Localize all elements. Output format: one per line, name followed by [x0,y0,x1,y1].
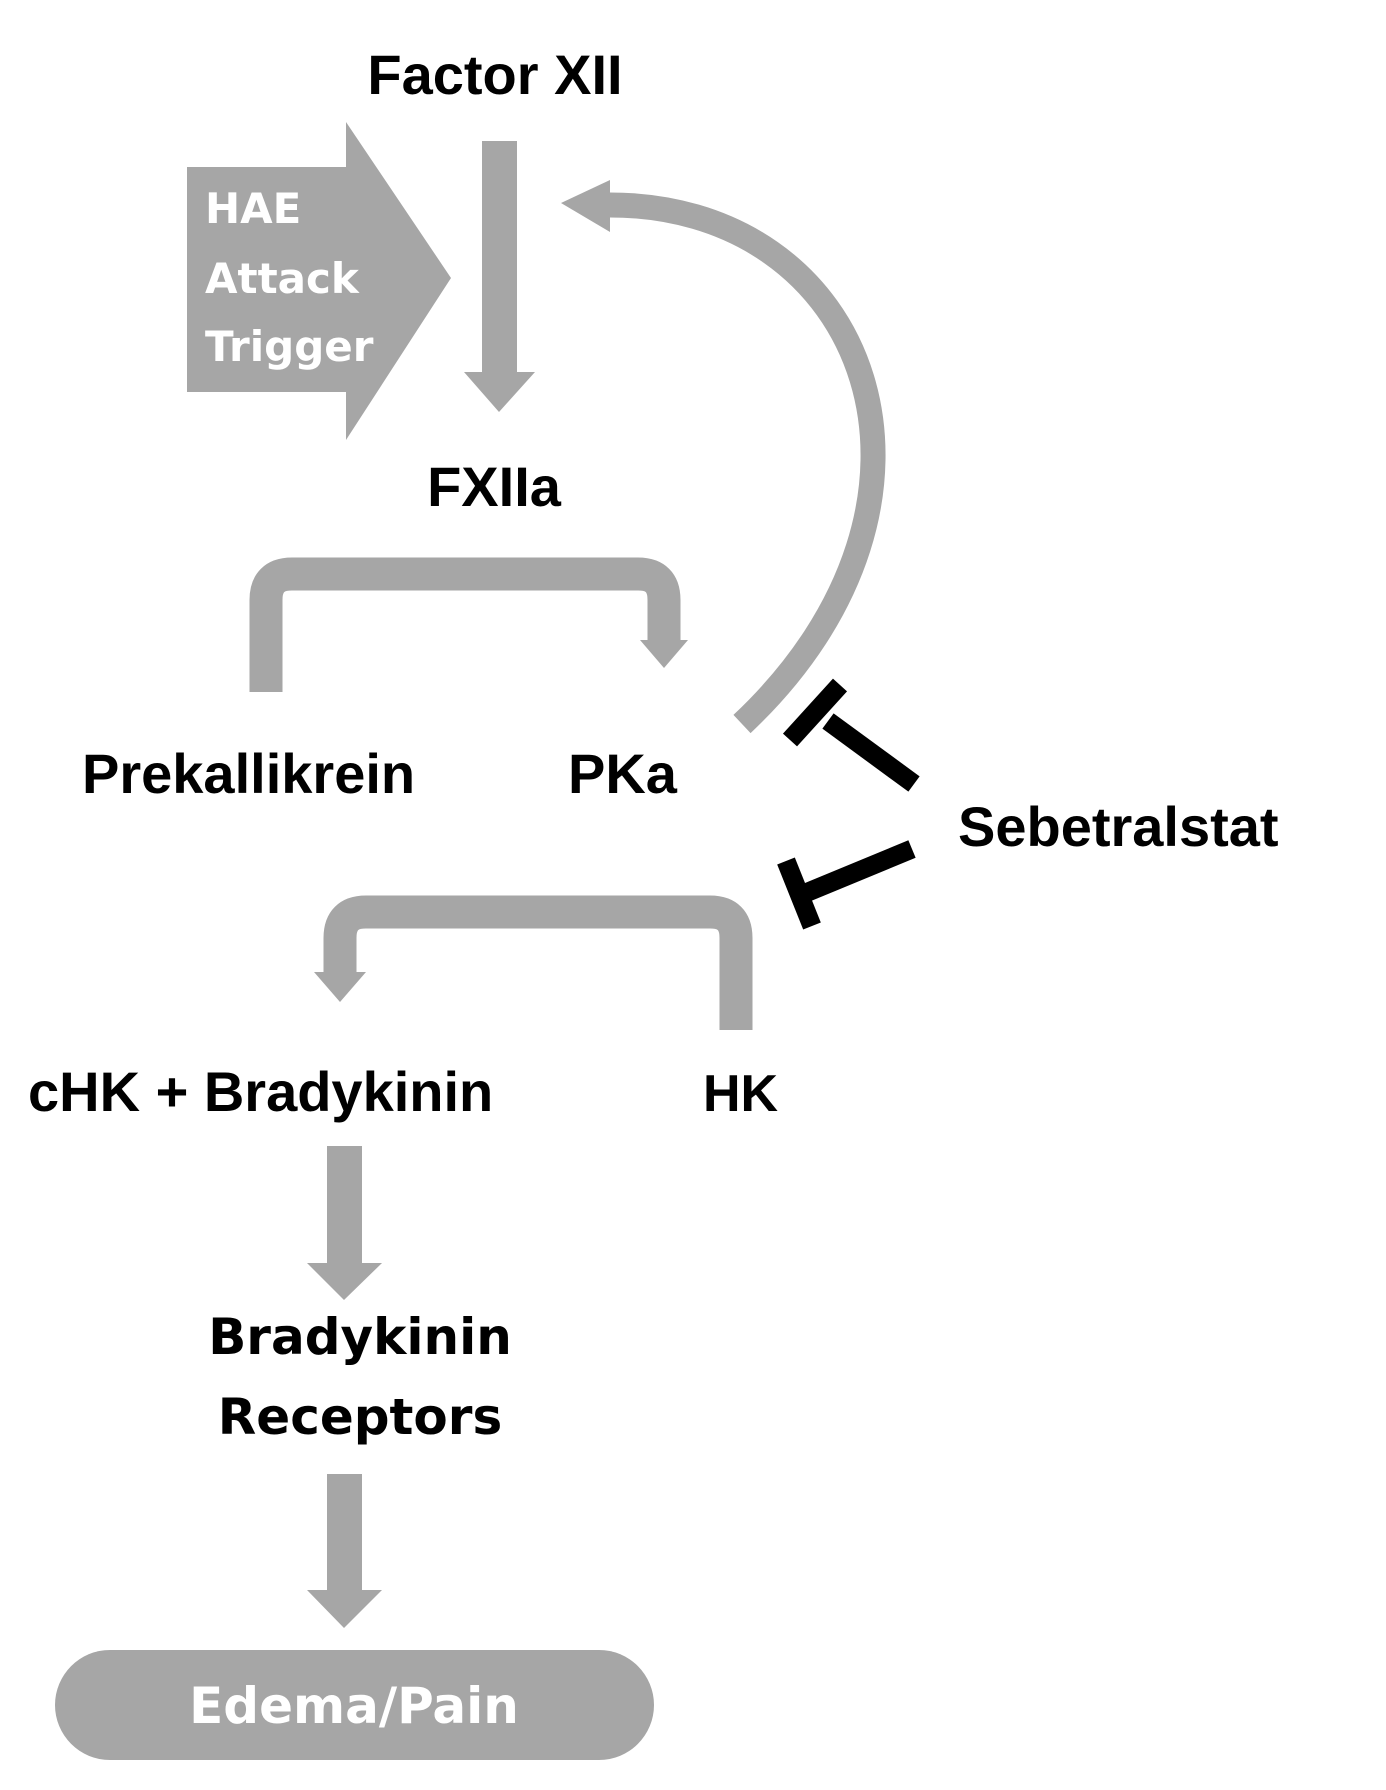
bradykinin-to-receptors-head [307,1263,382,1300]
pka-feedback-arrowhead [561,180,610,232]
sebetralstat-label: Sebetralstat [958,795,1279,858]
prekallikrein-label: Prekallikrein [82,742,415,805]
edema-pain-label: Edema/Pain [189,1677,519,1735]
edema-pain-pill [55,1650,654,1760]
receptors-to-edema-shaft [327,1474,362,1592]
prekallikrein-to-pka-arrowhead [640,640,688,668]
hk-to-chk-bracket [323,895,753,1030]
hk-label: HK [703,1065,779,1123]
inhibit-pka-bar [782,678,848,747]
hk-to-chk-arrowhead [314,972,366,1002]
inhibit-hk-stem [804,840,916,901]
factor-xii-to-fxiia-head [464,372,535,412]
trigger-block-arrow [187,122,451,440]
pka-feedback-curve [602,192,886,734]
receptors-to-edema-head [307,1590,382,1628]
inhibit-hk-bar [777,857,821,930]
factor-xii-to-fxiia-shaft [482,141,517,373]
trigger-label-line1: HAE [205,184,301,233]
receptors-label-line2: Receptors [218,1388,502,1446]
inhibit-pka-stem [822,713,920,792]
prekallikrein-to-pka-bracket [249,557,681,692]
factor-xii-label: Factor XII [367,43,622,106]
pka-label: PKa [568,742,678,805]
trigger-label-line3: Trigger [205,322,374,371]
chk-bradykinin-label: cHK + Bradykinin [28,1060,493,1123]
bradykinin-to-receptors-shaft [327,1146,362,1264]
fxiia-label: FXIIa [427,455,562,518]
receptors-label-line1: Bradykinin [208,1308,512,1366]
trigger-label-line2: Attack [205,254,360,303]
